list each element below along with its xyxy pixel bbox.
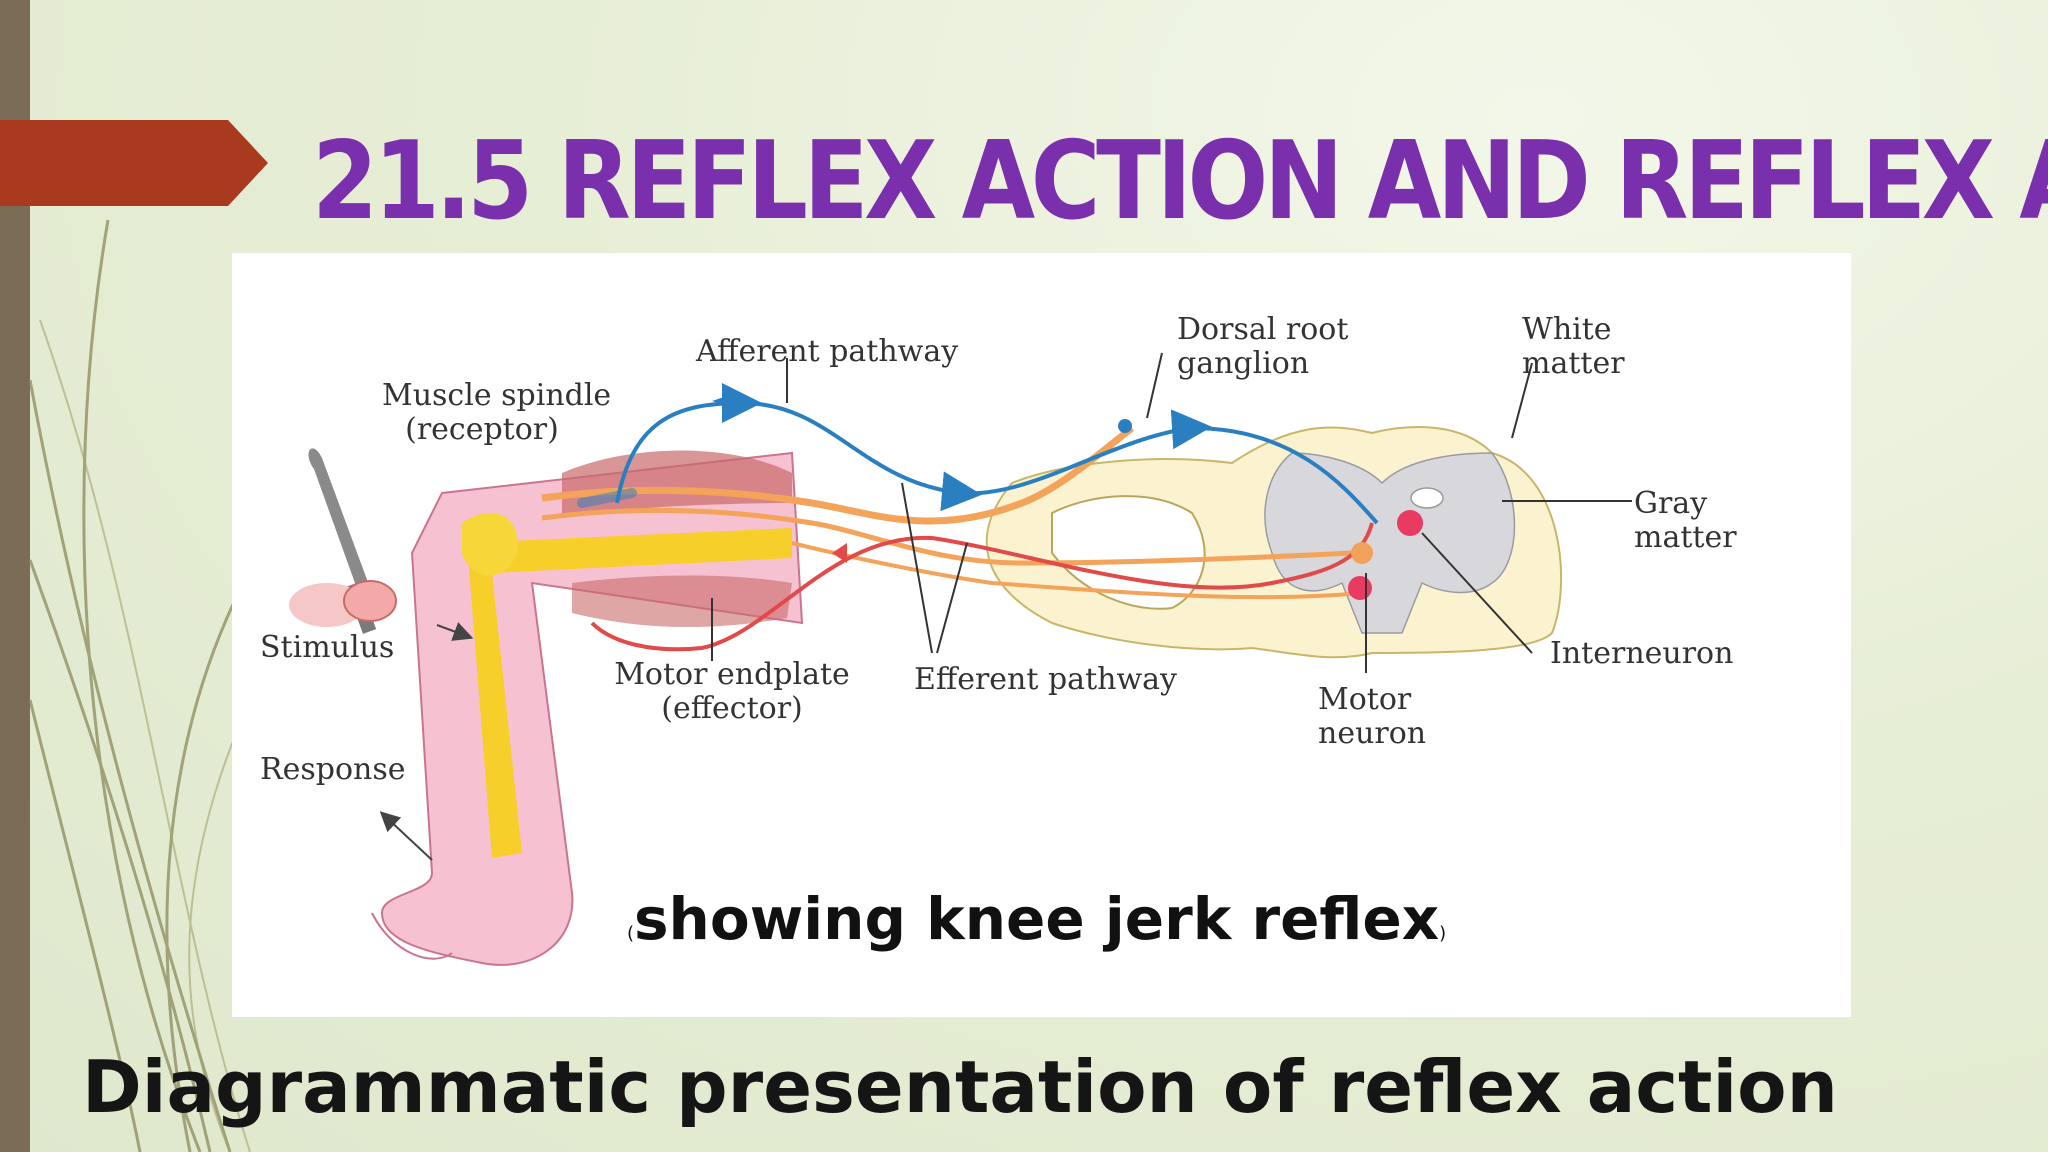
motor-neuron-text: Motor	[1318, 682, 1412, 717]
dorsal-root-text: Dorsal root	[1177, 312, 1349, 347]
label-response: Response	[260, 752, 406, 787]
dorsal-root-text-2: ganglion	[1177, 346, 1310, 381]
gray-matter-text: Gray	[1634, 486, 1708, 521]
decorative-curves	[28, 219, 251, 1152]
slide-title: 21.5 REFLEX ACTION AND REFLEX ARC	[312, 119, 2048, 244]
caption-open-paren: (	[627, 923, 635, 944]
motor-endplate-sub: (effector)	[661, 691, 803, 726]
stimulus-tap	[289, 580, 397, 627]
diagram-figure: Muscle spindle (receptor) Afferent pathw…	[232, 253, 1851, 1017]
motor-endplate-text: Motor endplate	[614, 657, 850, 692]
motor-neuron-text-2: neuron	[1318, 716, 1427, 751]
efferent-pathway-line	[590, 522, 1374, 652]
label-stimulus: Stimulus	[260, 630, 395, 665]
spinal-cord	[985, 426, 1563, 659]
label-efferent-pathway: Efferent pathway	[914, 662, 1177, 697]
label-gray-matter: Gray matter	[1634, 487, 1737, 555]
white-matter-text-2: matter	[1522, 346, 1625, 381]
caption-close-paren: )	[1439, 923, 1447, 944]
interneuron-cell	[1397, 510, 1423, 536]
gray-matter-text-2: matter	[1634, 520, 1737, 555]
muscle-spindle-sub: (receptor)	[405, 412, 559, 447]
diagram-caption: (showing knee jerk reflex)	[627, 885, 1446, 953]
label-muscle-spindle: Muscle spindle (receptor)	[382, 378, 612, 447]
label-motor-neuron: Motor neuron	[1318, 683, 1426, 751]
label-white-matter: White matter	[1522, 313, 1625, 381]
label-interneuron: Interneuron	[1550, 636, 1734, 671]
reflex-arc-illustration	[289, 352, 1632, 966]
title-arrow-shape	[0, 120, 268, 206]
caption-text: showing knee jerk reflex	[634, 885, 1440, 953]
slide-subtitle: Diagrammatic presentation of reflex acti…	[82, 1045, 1838, 1129]
muscle-spindle-text: Muscle spindle	[382, 378, 612, 413]
white-matter-text: White	[1522, 312, 1612, 347]
label-motor-endplate: Motor endplate (effector)	[612, 658, 852, 726]
label-afferent-pathway: Afferent pathway	[696, 334, 959, 369]
label-dorsal-root-ganglion: Dorsal root ganglion	[1177, 313, 1348, 381]
